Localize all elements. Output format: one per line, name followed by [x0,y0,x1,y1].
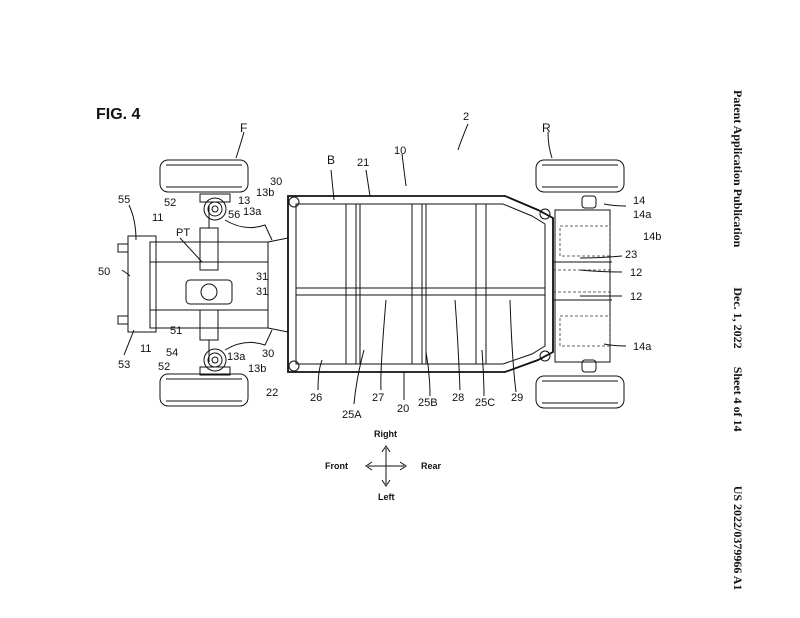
main-frame [287,195,554,373]
label-22: 22 [266,387,278,399]
direction-front: Front [325,461,348,471]
label-52-bottom: 52 [158,361,170,373]
label-14a-top: 14a [633,209,652,221]
label-27: 27 [372,392,384,404]
label-50: 50 [98,266,110,278]
label-11-bottom: 11 [140,343,151,355]
label-31-top: 31 [256,271,268,283]
label-13a-top: 13a [243,206,262,218]
front-wheel-right [159,373,249,407]
direction-indicator: Right Left Front Rear [325,429,442,502]
reference-numerals: 2 F R 10 B 21 55 11 50 53 11 PT 52 56 13… [98,111,661,421]
front-wheel-left [159,159,249,193]
direction-left: Left [378,492,395,502]
rear-frame [553,195,612,373]
label-2: 2 [463,111,469,123]
label-12-bottom: 12 [630,291,642,303]
label-F: F [240,121,247,135]
label-25A: 25A [342,409,362,421]
label-56: 56 [228,209,240,221]
label-R: R [542,121,551,135]
leader-lines [121,123,627,405]
label-29: 29 [511,392,523,404]
direction-right: Right [374,429,397,439]
label-13b-bottom: 13b [248,363,266,375]
label-55: 55 [118,194,130,206]
power-train [185,205,233,362]
label-51: 51 [170,325,182,337]
front-frame [117,219,289,351]
label-11-top: 11 [152,212,163,224]
label-28: 28 [452,392,464,404]
label-30-top: 30 [270,176,282,188]
label-10: 10 [394,145,406,157]
label-21: 21 [357,157,369,169]
label-PT: PT [176,227,190,239]
label-14b: 14b [643,231,661,243]
label-13b-top: 13b [256,187,274,199]
label-26: 26 [310,392,322,404]
label-13: 13 [238,195,250,207]
front-suspension-coils [199,193,231,376]
label-53: 53 [118,359,130,371]
label-23: 23 [625,249,637,261]
label-14: 14 [633,195,645,207]
label-31-bottom: 31 [256,286,268,298]
label-52-top: 52 [164,197,176,209]
label-25B: 25B [418,397,438,409]
figure-title: FIG. 4 [96,106,141,123]
label-30-bottom: 30 [262,348,274,360]
rear-wheel-left [535,159,625,193]
label-12-top: 12 [630,267,642,279]
label-20: 20 [397,403,409,415]
label-14a-bottom: 14a [633,341,652,353]
label-25C: 25C [475,397,495,409]
label-B: B [327,153,335,167]
battery-cross-members [296,203,545,365]
label-13a-bottom: 13a [227,351,246,363]
label-54: 54 [166,347,178,359]
direction-rear: Rear [421,461,442,471]
rear-wheel-right [535,375,625,409]
